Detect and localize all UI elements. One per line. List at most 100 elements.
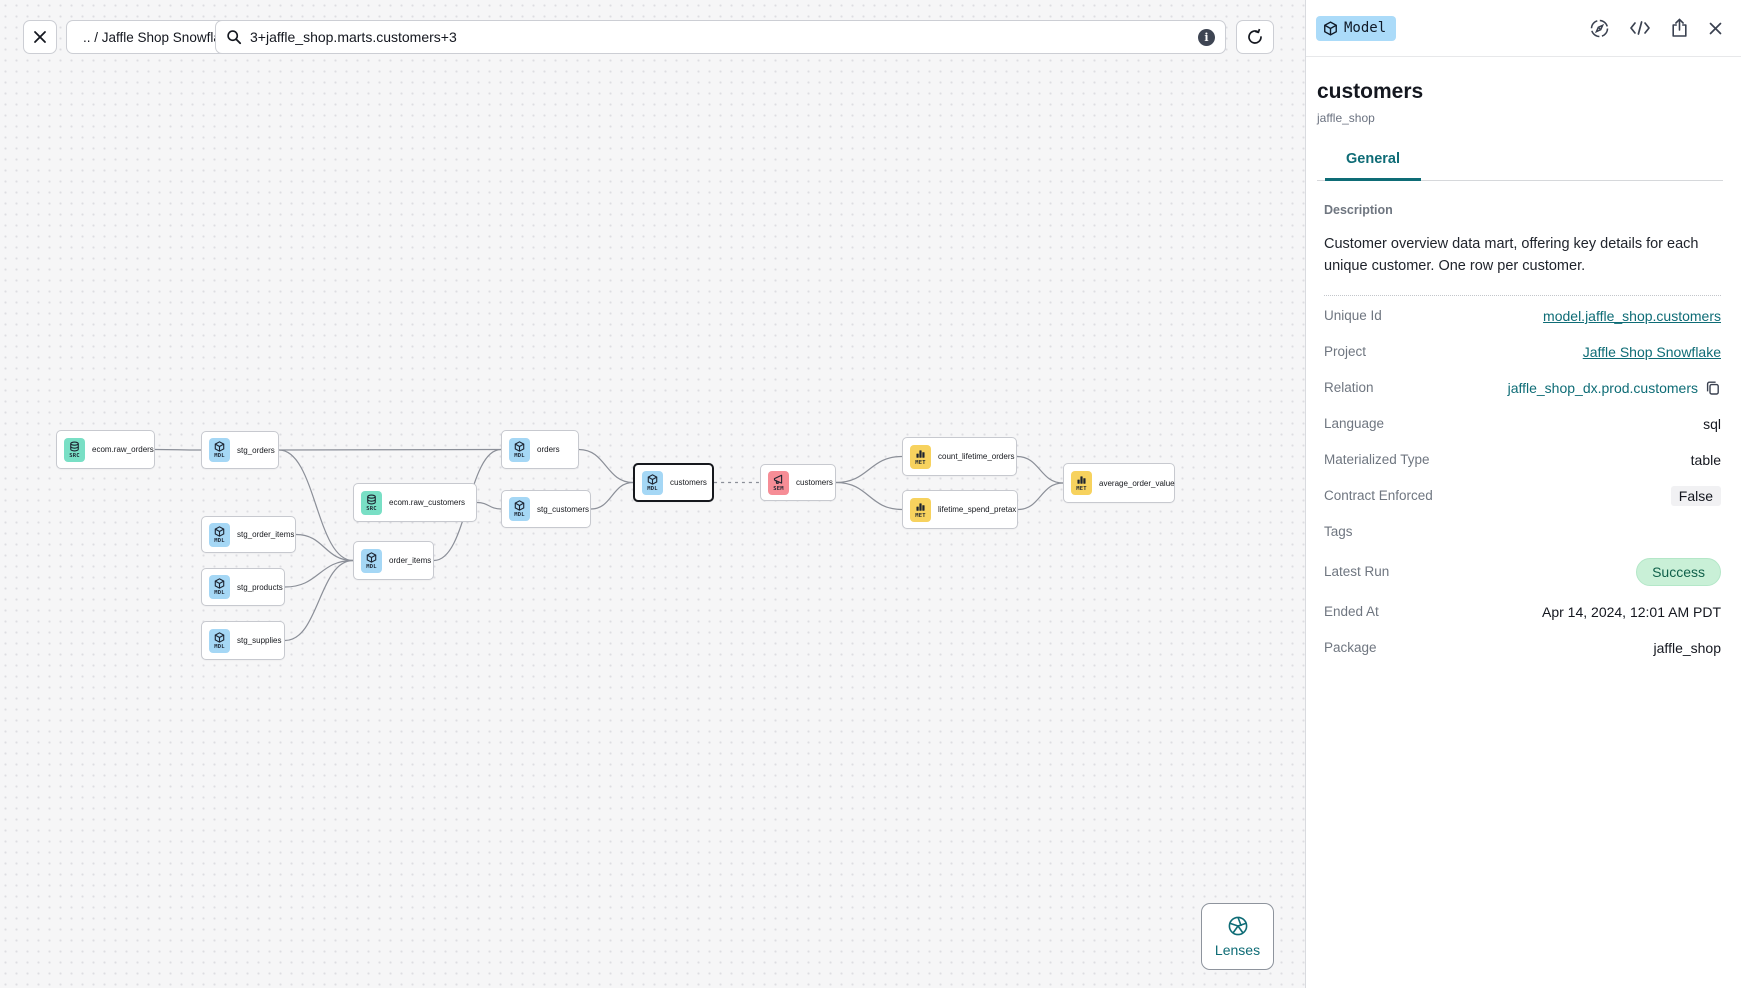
close-icon — [1709, 22, 1722, 34]
lenses-label: Lenses — [1214, 942, 1261, 958]
node-label: ecom.raw_orders — [92, 445, 154, 454]
field-label: Relation — [1324, 380, 1374, 396]
node-customers_sem[interactable]: SEM customers — [760, 464, 836, 501]
field-row-project: Project Jaffle Shop Snowflake — [1324, 334, 1721, 370]
node-label: customers — [670, 478, 707, 487]
search-input[interactable] — [250, 29, 1190, 45]
info-icon[interactable]: i — [1198, 28, 1215, 46]
node-label: stg_orders — [237, 445, 275, 455]
description-label: Description — [1324, 203, 1393, 217]
field-label: Contract Enforced — [1324, 488, 1433, 504]
model-icon: MDL — [642, 470, 663, 495]
close-panel-button[interactable] — [1706, 19, 1725, 38]
node-raw_orders[interactable]: SRC ecom.raw_orders — [56, 430, 155, 469]
compass-icon — [1590, 19, 1609, 37]
field-row-ended-at: Ended At Apr 14, 2024, 12:01 AM PDT — [1324, 594, 1721, 630]
node-label: average_order_value — [1099, 478, 1175, 488]
semantic-model-icon: SEM — [768, 470, 789, 495]
model-icon: MDL — [209, 438, 230, 462]
edge-raw_orders-to-stg_orders — [154, 448, 202, 451]
edge-stg_supplies-to-order_items — [284, 559, 354, 642]
resource-type-label: Model — [1344, 20, 1387, 36]
metric-icon: MET — [910, 497, 931, 522]
edge-stg_orders-to-orders — [278, 448, 502, 451]
field-value: False — [1670, 485, 1721, 506]
node-customers[interactable]: MDL customers — [633, 463, 714, 502]
field-label: Project — [1324, 344, 1367, 360]
field-label: Package — [1324, 640, 1377, 656]
field-value-link[interactable]: model.jaffle_shop.customers — [1543, 307, 1721, 324]
search-icon — [227, 30, 242, 45]
field-label: Ended At — [1324, 604, 1379, 620]
divider — [1324, 294, 1721, 296]
node-raw_customers[interactable]: SRC ecom.raw_customers — [353, 483, 477, 522]
field-value-link[interactable]: jaffle_shop_dx.prod.customers — [1507, 379, 1698, 396]
node-label: orders — [537, 445, 560, 454]
model-icon: MDL — [209, 522, 230, 547]
lineage-edges — [154, 448, 1064, 642]
field-value: jaffle_shop_dx.prod.customers — [1508, 380, 1721, 396]
edge-customers_sem-to-lifetime_spend_pretax — [835, 481, 903, 511]
node-stg_orders[interactable]: MDL stg_orders — [201, 431, 279, 469]
panel-header: Model — [1306, 0, 1741, 57]
node-order_items[interactable]: MDL order_items — [353, 541, 434, 580]
edge-lifetime_spend_pretax-to-average_order_value — [1017, 482, 1064, 511]
node-label: order_items — [389, 556, 432, 565]
field-label: Tags — [1324, 524, 1353, 540]
panel-title-block: customers jaffle_shop General — [1306, 57, 1741, 181]
tab-general[interactable]: General — [1325, 151, 1421, 181]
node-label: customers — [796, 478, 833, 487]
edge-stg_orders-to-order_items — [278, 449, 354, 562]
node-average_order_value[interactable]: MET average_order_value — [1063, 463, 1175, 503]
explore-lineage-button[interactable] — [1587, 16, 1612, 41]
model-cube-icon — [1324, 20, 1337, 36]
node-label: count_lifetime_orders — [938, 452, 1015, 461]
share-icon — [1672, 18, 1687, 37]
edge-stg_order_items-to-order_items — [295, 533, 354, 562]
close-lineage-button[interactable] — [23, 20, 57, 54]
status-badge: False — [1670, 485, 1721, 506]
edge-raw_customers-to-stg_customers — [476, 501, 502, 510]
source-icon: SRC — [361, 490, 382, 515]
view-code-button[interactable] — [1627, 18, 1653, 38]
copy-icon[interactable] — [1705, 380, 1721, 396]
field-value: sql — [1703, 416, 1721, 432]
field-label: Materialized Type — [1324, 452, 1430, 468]
edge-customers_sem-to-count_lifetime_orders — [835, 455, 903, 484]
field-row-tags: Tags — [1324, 514, 1721, 550]
model-icon: MDL — [361, 548, 382, 573]
source-icon: SRC — [64, 437, 85, 462]
node-label: ecom.raw_customers — [389, 498, 466, 507]
edge-orders-to-customers — [578, 448, 634, 484]
page-title: customers — [1317, 80, 1424, 103]
lenses-button[interactable]: Lenses — [1201, 903, 1274, 970]
lineage-search[interactable]: i — [215, 20, 1226, 54]
node-label: stg_customers — [537, 504, 590, 514]
node-label: stg_products — [237, 582, 283, 592]
share-button[interactable] — [1668, 16, 1691, 40]
model-icon: MDL — [209, 628, 230, 653]
field-label: Language — [1324, 416, 1385, 432]
refresh-button[interactable] — [1236, 20, 1274, 54]
edge-count_lifetime_orders-to-average_order_value — [1016, 455, 1064, 484]
field-value-text: Apr 14, 2024, 12:01 AM PDT — [1542, 603, 1721, 620]
close-icon — [34, 31, 46, 43]
description-text: Customer overview data mart, offering ke… — [1324, 236, 1699, 275]
field-value-link[interactable]: Jaffle Shop Snowflake — [1582, 343, 1721, 360]
metric-icon: MET — [1071, 471, 1092, 495]
status-badge: Success — [1636, 557, 1721, 586]
field-value: Apr 14, 2024, 12:01 AM PDT — [1542, 604, 1721, 620]
resource-type-badge: Model — [1316, 15, 1397, 41]
field-row-language: Language sql — [1324, 406, 1721, 442]
